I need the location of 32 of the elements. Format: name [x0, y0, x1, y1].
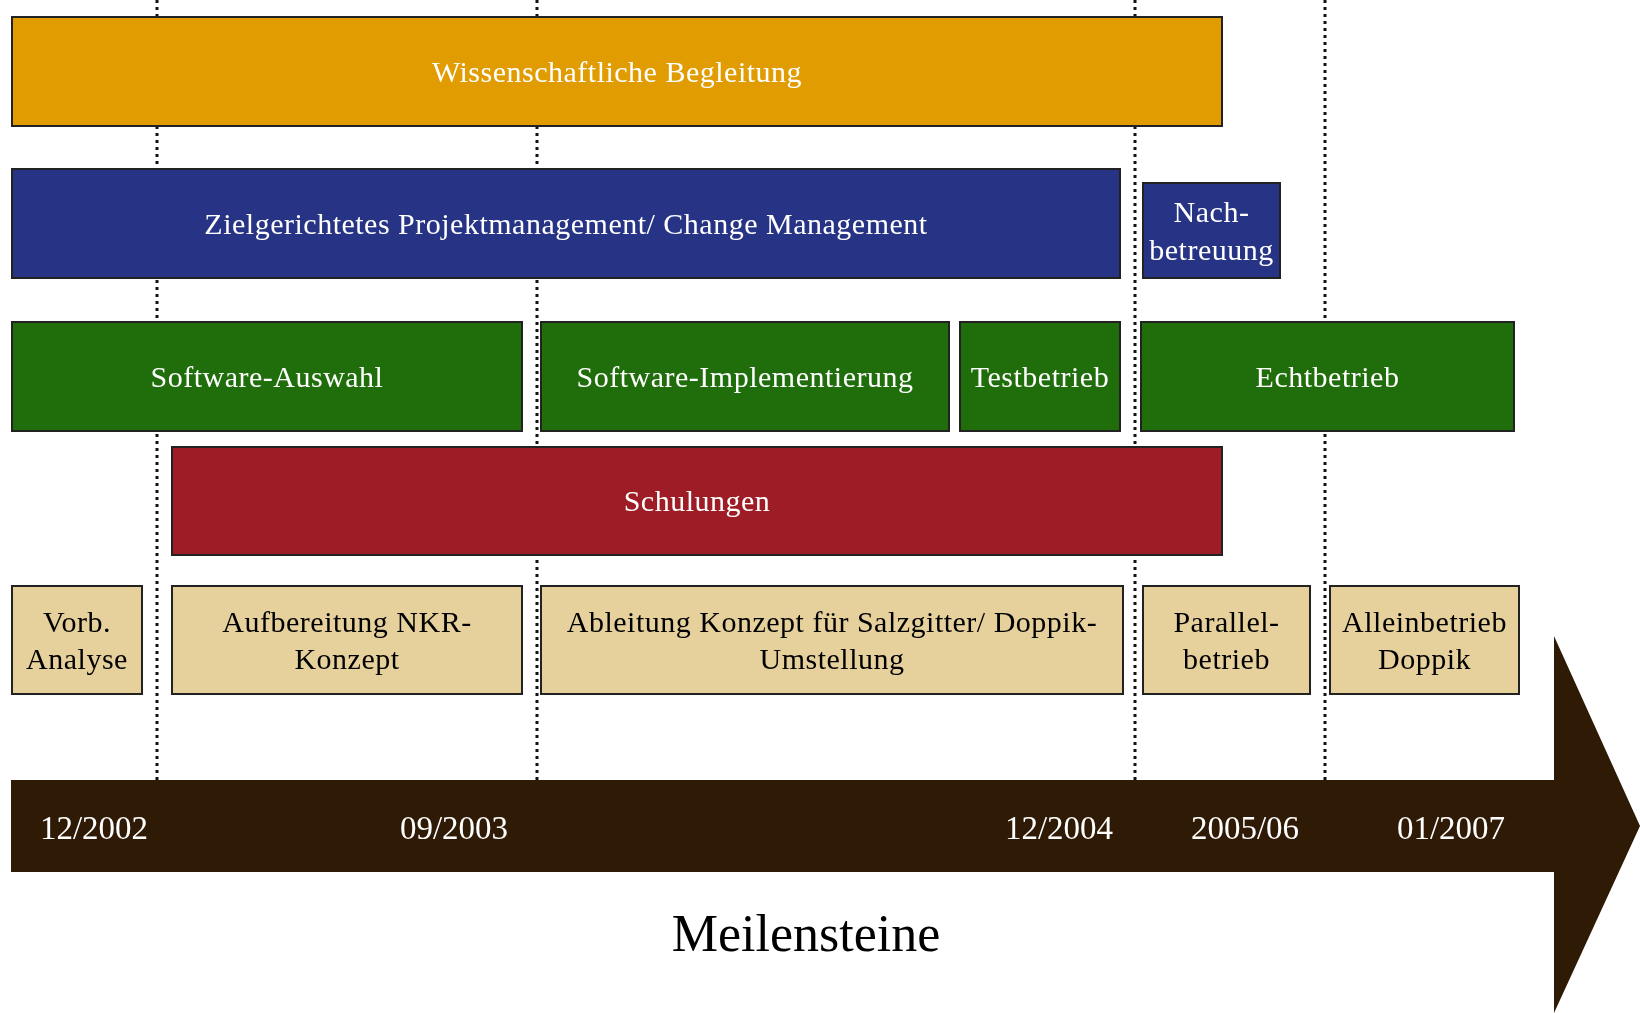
phase-bar [540, 321, 950, 432]
date-label: 12/2004 [1004, 809, 1114, 847]
phase-label: Echtbetrieb [1255, 358, 1400, 395]
phase-bar [11, 168, 1121, 279]
phase-label: Parallel- betrieb [1172, 603, 1281, 677]
phase-bar [1140, 321, 1515, 432]
phase-bar [1142, 585, 1311, 695]
phase-label: Zielgerichtetes Projektmanagement/ Change Management [204, 205, 928, 242]
phase-bar [171, 585, 523, 695]
phase-bar [11, 585, 143, 695]
phase-label: Alleinbetrieb Doppik [1341, 603, 1508, 677]
phase-bar [171, 446, 1223, 556]
phase-bar [1142, 182, 1281, 279]
phase-label: Nach- betreuung [1148, 194, 1275, 268]
phase-bar [959, 321, 1121, 432]
phase-label: Software-Auswahl [150, 358, 384, 395]
date-label: 01/2007 [1396, 809, 1506, 847]
date-label: 2005/06 [1190, 809, 1300, 847]
phase-bar [540, 585, 1124, 695]
axis-title: Meilensteine [671, 903, 941, 963]
phase-bar [11, 16, 1223, 127]
phase-label: Software-Implementierung [576, 358, 914, 395]
date-label: 09/2003 [399, 809, 509, 847]
phase-label: Testbetrieb [970, 358, 1110, 395]
phase-label: Aufbereitung NKR-Konzept [221, 603, 473, 677]
date-label: 12/2002 [39, 809, 149, 847]
phase-label: Schulungen [623, 483, 771, 520]
phase-label: Ableitung Konzept für Salzgitter/ Doppik-Umstellung [565, 603, 1099, 677]
phase-label: Vorb. Analyse [25, 603, 129, 677]
phase-label: Wissenschaftliche Begleitung [431, 53, 803, 90]
phase-bar [11, 321, 523, 432]
phase-bar [1329, 585, 1520, 695]
